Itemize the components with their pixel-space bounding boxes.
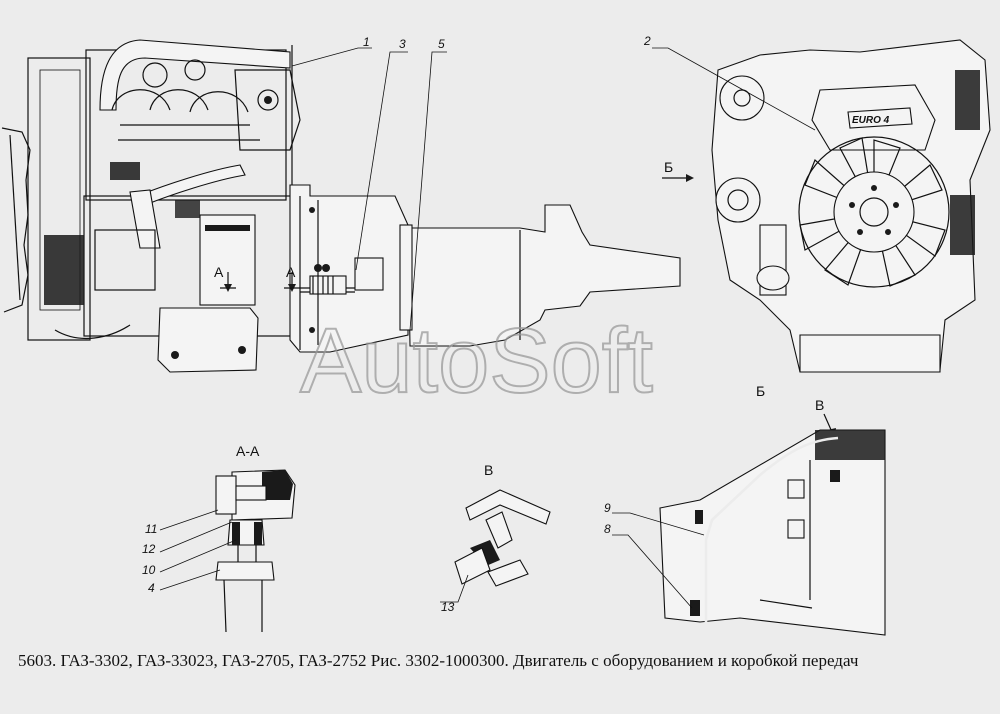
section-a-left-mark: А bbox=[214, 264, 224, 280]
euro-badge: EURO 4 bbox=[852, 115, 890, 126]
view-b-arrow-label: Б bbox=[664, 159, 673, 175]
callout-13: 13 bbox=[441, 600, 455, 614]
callout-4: 4 bbox=[148, 581, 155, 595]
engine-front-view: EURO 4 Б 2 bbox=[643, 34, 991, 373]
callout-8: 8 bbox=[604, 522, 611, 536]
callout-12: 12 bbox=[142, 542, 156, 556]
engine-side-view bbox=[1, 39, 301, 373]
callout-11: 11 bbox=[145, 522, 157, 536]
callout-1: 1 bbox=[363, 35, 370, 49]
view-b: Б В 9 8 bbox=[604, 383, 886, 636]
section-a-a-title: А-А bbox=[236, 443, 260, 459]
gearbox-rear-housing bbox=[659, 429, 886, 636]
bolt-head bbox=[215, 475, 237, 515]
fan-hub bbox=[833, 171, 915, 253]
exhaust-manifold bbox=[111, 89, 249, 113]
fan-blade-outline bbox=[1, 127, 31, 313]
view-v-arrow-label: В bbox=[815, 397, 824, 413]
front-oil-pan bbox=[799, 334, 941, 373]
front-fan bbox=[798, 136, 950, 288]
coolant-pipe bbox=[139, 164, 246, 206]
watermark: AutoSoft bbox=[300, 310, 653, 412]
gearbox-housing bbox=[407, 204, 681, 347]
intake-pipe bbox=[99, 39, 291, 111]
figure-caption: 5603. ГАЗ-3302, ГАЗ-33023, ГАЗ-2705, ГАЗ… bbox=[18, 651, 859, 670]
section-a-a: А-А 11 12 10 4 bbox=[142, 443, 296, 633]
union-nut bbox=[215, 561, 275, 581]
callout-5: 5 bbox=[438, 37, 445, 51]
oil-pan bbox=[157, 307, 259, 373]
callout-9: 9 bbox=[604, 501, 611, 515]
view-v-title: В bbox=[484, 462, 493, 478]
callout-10: 10 bbox=[142, 563, 156, 577]
bleeder-valve bbox=[485, 511, 513, 549]
alternator bbox=[715, 177, 761, 223]
clutch-slave-cylinder bbox=[354, 257, 384, 291]
view-b-title: Б bbox=[756, 383, 765, 399]
callout-3: 3 bbox=[399, 37, 406, 51]
view-v: В 13 bbox=[440, 462, 551, 614]
callouts-side-view: 1 3 5 bbox=[291, 35, 447, 331]
engine-front-cover bbox=[27, 57, 91, 341]
section-a-right-mark: А bbox=[286, 264, 296, 280]
gearbox-side-view: А А bbox=[214, 184, 681, 353]
callout-2: 2 bbox=[643, 34, 651, 48]
